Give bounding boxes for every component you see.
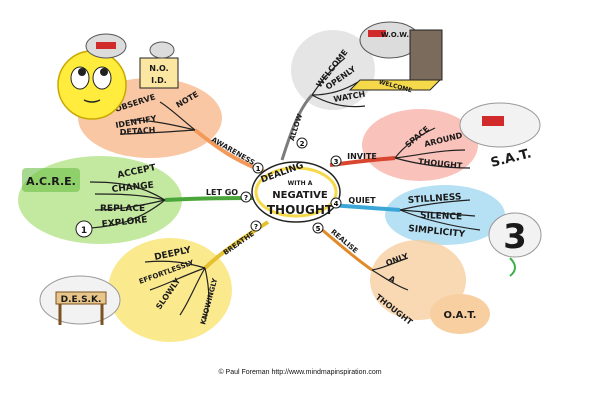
awareness-item-3: DETACH [120,126,156,137]
sub-branches [89,57,481,321]
quiet-item-1: SILENCE [420,211,462,222]
invite-badge-text: S.A.T. [489,146,533,171]
breathe-label: BREATHE [222,230,256,257]
invite-blob [362,109,478,181]
quiet-item-0: STILLNESS [408,192,462,206]
quiet-badge: 3 [488,212,542,277]
awareness-label: AWARENESS [210,136,256,167]
yellow-face-icon [57,50,127,120]
letgo-badge-number: 1 [81,226,87,236]
credit-text: © Paul Foreman http://www.mindmapinspira… [218,368,381,376]
central-thought: DEALING WITH A NEGATIVE THOUGHT [251,161,341,223]
quiet-blob [385,185,505,245]
awareness-badge-line1: N.O. [149,64,168,73]
allow-label: ALLOW [288,113,304,142]
quiet-number: 4 [334,200,339,208]
realise-branch [319,226,373,272]
door-icon: W.O.W. WELCOME [348,21,443,94]
quiet-label: QUIET [348,196,376,205]
letgo-badge: A.C.R.E. 1 [22,168,93,238]
allow-badge-text: W.O.W. [381,31,409,39]
letgo-item-2: REPLACE [100,204,145,214]
letgo-badge-text: A.C.R.E. [26,175,76,188]
letgo-item-3: EXPLORE [101,215,148,230]
realise-badge-text: O.A.T. [444,310,477,321]
awareness-badge-line2: I.D. [151,76,167,85]
realise-item-1: A [387,274,398,285]
desk-icon: D.E.S.K. [39,275,121,325]
invite-label: INVITE [347,152,377,161]
letgo-item-1: CHANGE [111,181,154,195]
invite-number: 3 [334,158,339,166]
breathe-badge-text: D.E.S.K. [61,295,102,305]
quiet-badge-text: 3 [503,217,527,257]
breathe-number: ? [254,223,258,231]
realise-badge: O.A.T. [430,294,490,334]
awareness-badge: N.O. I.D. [139,57,179,89]
allow-branch [280,93,314,161]
realise-number: 5 [316,225,321,233]
center-line4: THOUGHT [267,203,334,217]
allow-number: 2 [300,140,305,148]
letgo-label: LET GO [206,188,238,197]
thought-cloud-icon [85,33,175,59]
awareness-number: 1 [256,165,261,173]
center-line2: WITH A [288,180,313,187]
letgo-number: ? [244,194,248,202]
center-line3: NEGATIVE [272,190,328,201]
branch-numbers: 1 ? ? 2 3 4 5 [240,137,342,234]
breathe-blob [108,238,232,342]
